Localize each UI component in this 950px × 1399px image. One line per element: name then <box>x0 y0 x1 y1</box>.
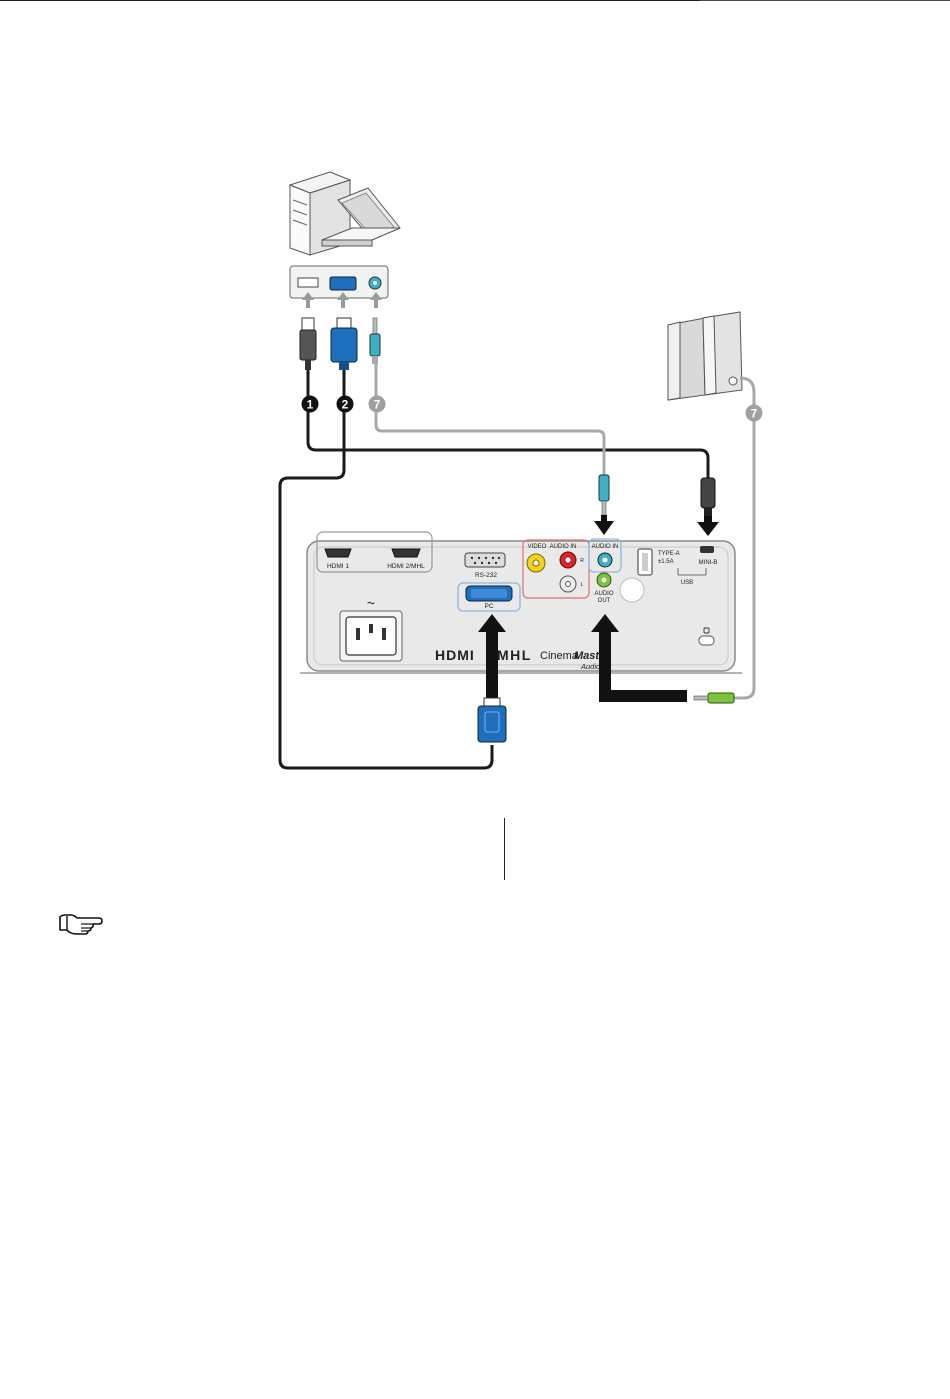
callout-7b: 7 <box>746 405 763 422</box>
video-rca-jack <box>527 554 545 572</box>
hdmi1-label: HDMI 1 <box>327 563 349 570</box>
rca-l-label: L <box>581 582 584 588</box>
usb-connector-icon <box>300 318 316 370</box>
rs232-label: RS-232 <box>475 572 497 579</box>
audio-out-label-2: OUT <box>598 598 611 604</box>
usb-type-a-port <box>638 549 652 575</box>
callout-7a: 7 <box>369 396 386 413</box>
vga-plug-icon <box>478 698 506 742</box>
callout-2: 2 <box>337 396 354 413</box>
audio-logo: Audio <box>580 662 600 671</box>
audio-in-cable <box>376 364 604 475</box>
pointing-hand-icon <box>57 908 103 938</box>
speaker-cable <box>734 378 754 698</box>
audio-plug-icon <box>370 318 380 364</box>
audio-out-jack <box>597 573 611 587</box>
audio-out-label-1: AUDIO <box>594 591 613 597</box>
callout-1-label: 1 <box>307 398 314 412</box>
arrow-audio-in <box>594 515 614 535</box>
hdmi2-label: HDMI 2/MHL <box>387 563 425 570</box>
ac-symbol: ~ <box>367 595 375 611</box>
ac-power-socket <box>340 611 402 661</box>
arrow-mini-b <box>697 516 719 536</box>
audio-out-plug-icon <box>694 693 734 703</box>
mini-b-port <box>700 546 714 553</box>
speaker-icon <box>668 312 742 400</box>
usb-cable <box>308 370 708 478</box>
type-a-label-2: ±1.5A <box>658 559 674 565</box>
type-a-label-1: TYPE-A <box>658 551 680 557</box>
pc-label: PC <box>484 603 493 610</box>
callout-7b-label: 7 <box>751 407 758 421</box>
audio-in-plug-icon <box>599 475 609 515</box>
video-label: VIDEO <box>528 544 547 550</box>
rca-r-label: R <box>580 558 584 564</box>
column-divider <box>504 818 505 880</box>
ir-sensor <box>620 578 644 602</box>
mhl-logo: MHL <box>497 647 532 663</box>
mini-usb-plug-icon <box>701 478 715 516</box>
cinema-logo: Cinema <box>540 650 579 662</box>
mini-b-label: MINI-B <box>699 560 718 566</box>
callout-2-label: 2 <box>342 398 349 412</box>
audio-in-rca-label: AUDIO IN <box>550 544 577 550</box>
usb-label: USB <box>681 580 693 586</box>
computer-port-strip <box>290 266 388 298</box>
callout-7a-label: 7 <box>374 398 381 412</box>
hdmi-logo: HDMI <box>435 647 475 663</box>
audio-in-label: AUDIO IN <box>592 544 619 550</box>
audio-in-jack <box>598 553 612 567</box>
vga-connector-icon <box>331 318 357 370</box>
callout-1: 1 <box>302 396 319 413</box>
